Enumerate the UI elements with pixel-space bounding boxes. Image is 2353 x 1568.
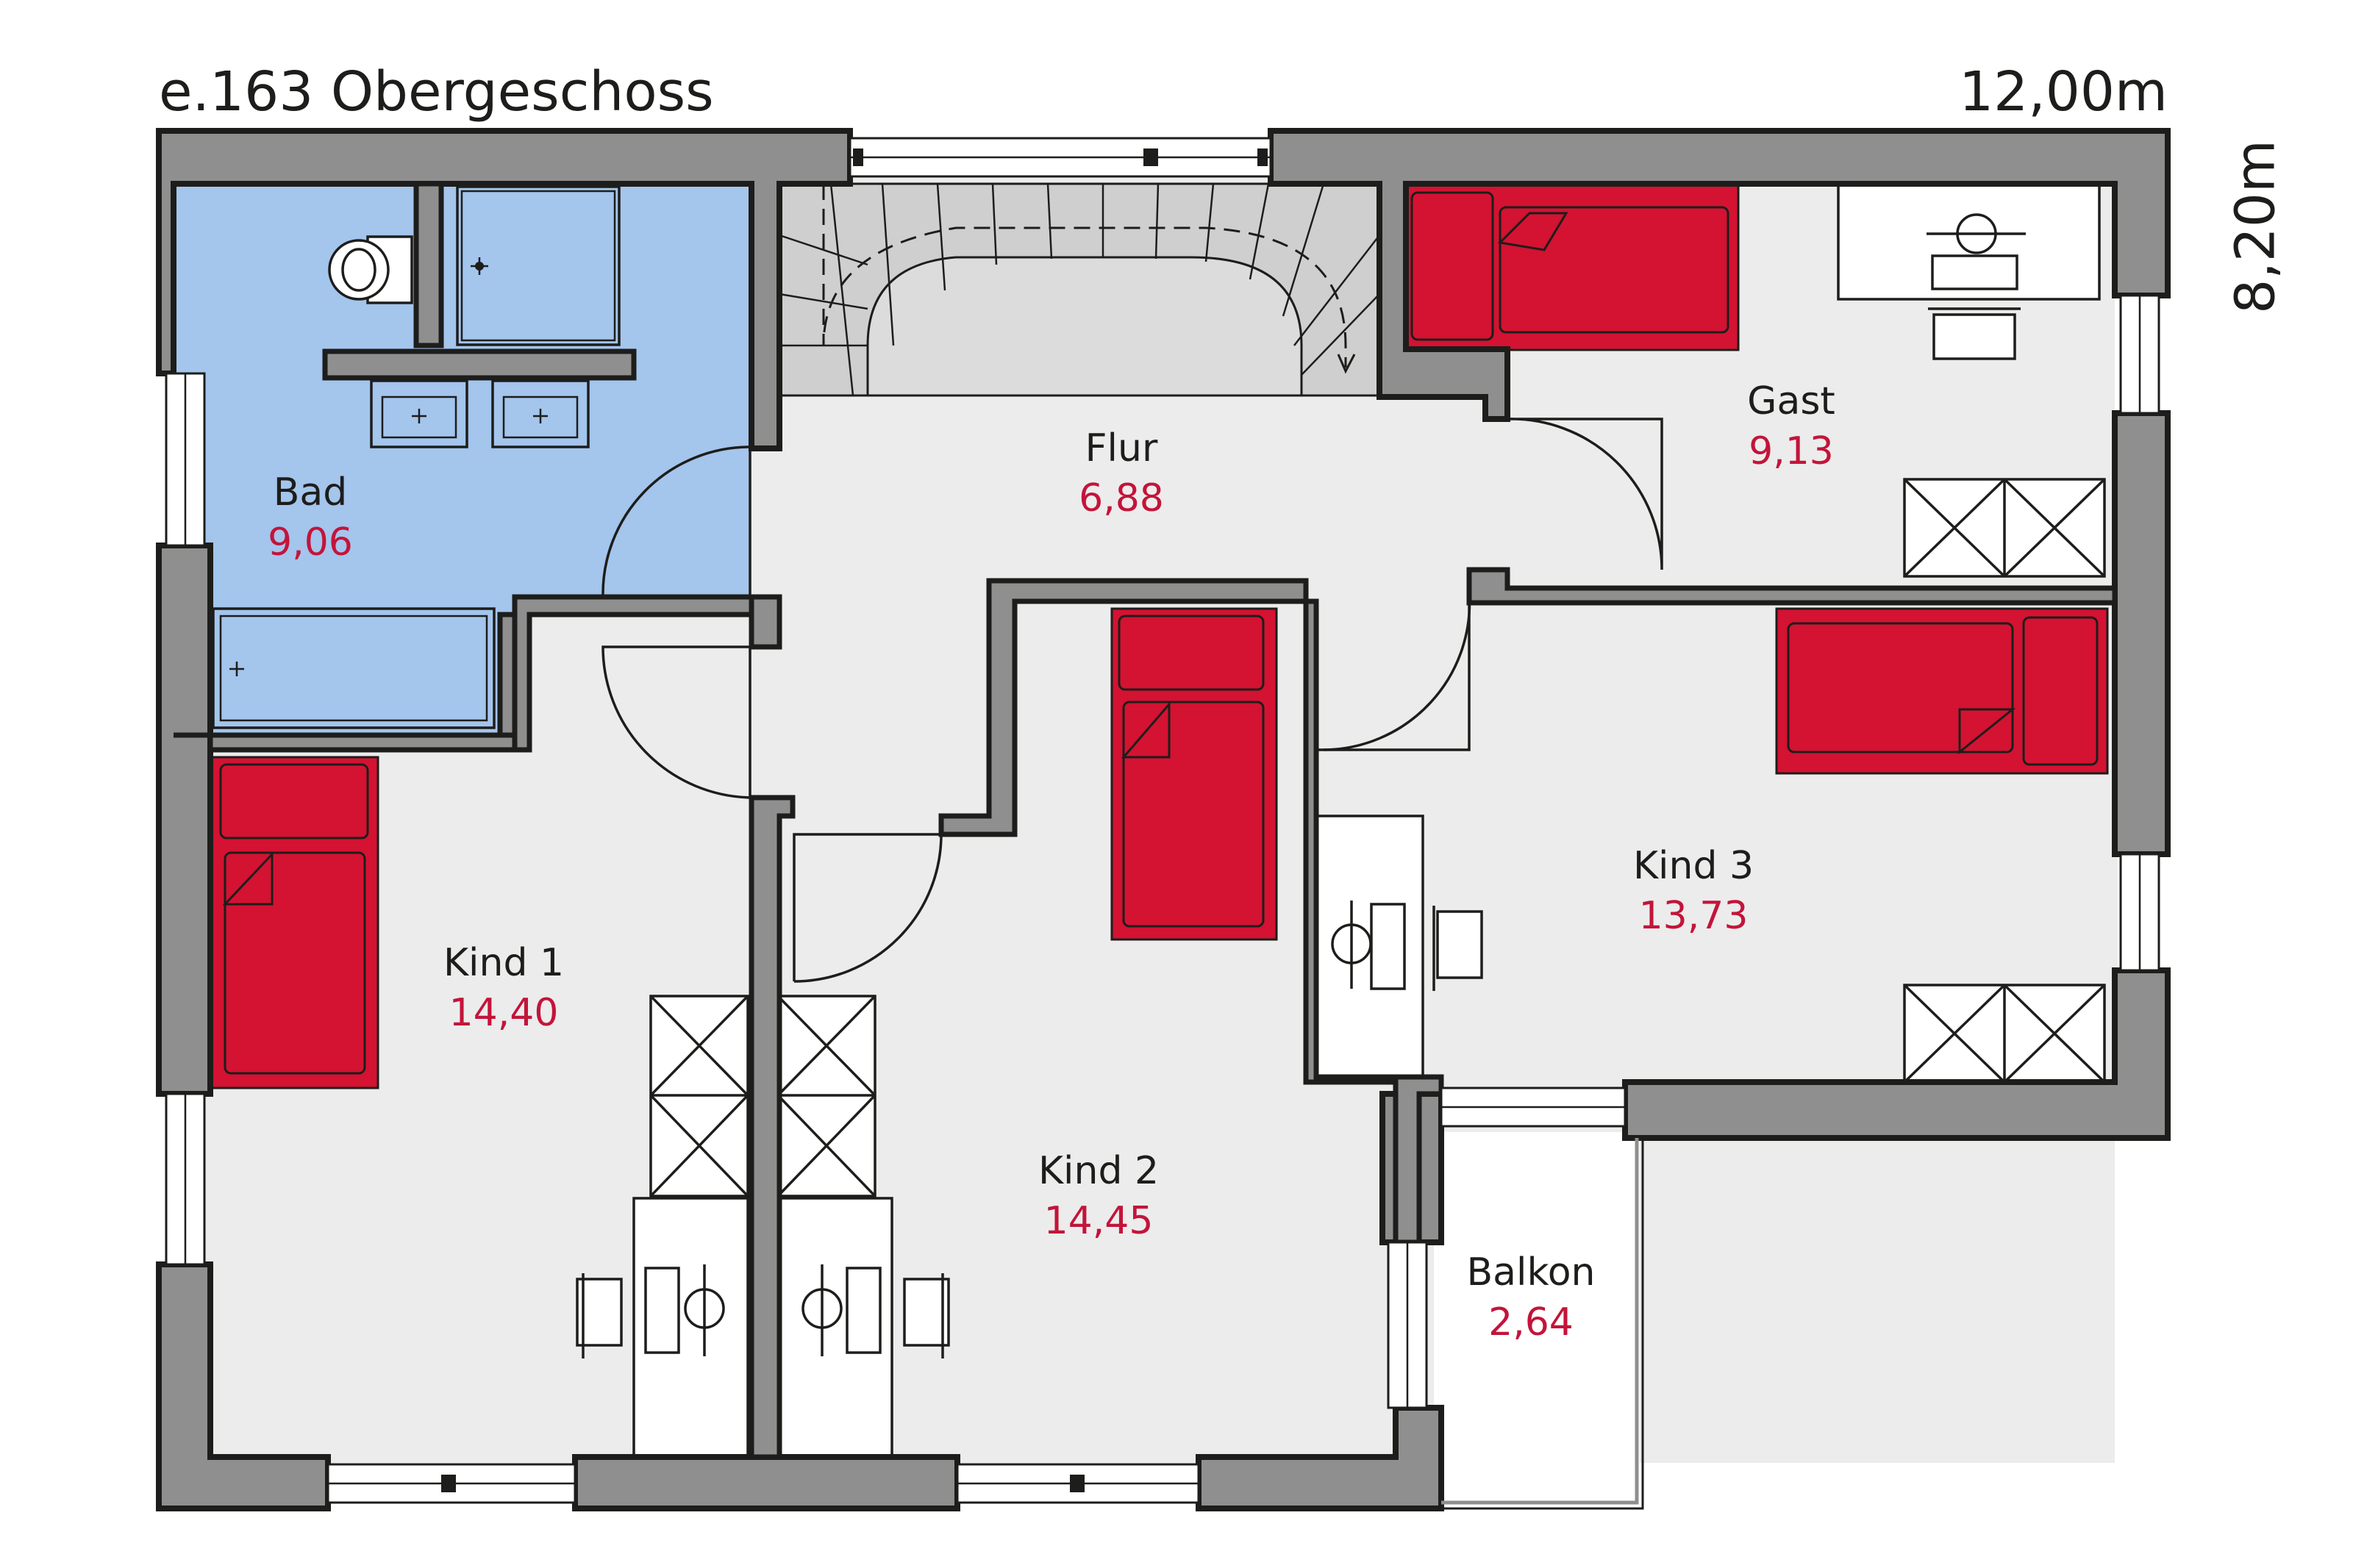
bed-gast [1404, 184, 1740, 351]
door-gast [1507, 418, 1663, 570]
balkon-railing [1441, 1138, 1639, 1505]
window-left-kind1 [165, 1092, 206, 1266]
sink-left [370, 379, 468, 448]
vanity-counter [322, 348, 637, 381]
bed-kind3 [1775, 607, 2109, 775]
wardrobe-kind2 [776, 995, 876, 1198]
room-name: Balkon [1466, 1250, 1595, 1295]
room-name: Bad [274, 470, 348, 515]
plan-depth-label: 8,20m [2224, 140, 2287, 314]
walls [156, 128, 2171, 1511]
plan-title: e.163 Obergeschoss [159, 60, 714, 123]
room-label-kind2: Kind 2 14,45 [1038, 1149, 1159, 1243]
door-kind1 [601, 645, 751, 799]
room-label-balkon: Balkon 2,64 [1466, 1250, 1595, 1345]
room-area: 9,06 [268, 520, 353, 565]
room-label-gast: Gast 9,13 [1747, 379, 1835, 473]
room-name: Kind 1 [443, 941, 564, 985]
floor-balkon [1434, 1132, 1640, 1507]
window-kind2-balkon [1387, 1241, 1428, 1409]
stair-direction-arrow [822, 184, 1347, 368]
stair-landing [866, 256, 1303, 397]
room-name: Kind 2 [1038, 1149, 1159, 1193]
shower [456, 185, 621, 346]
wardrobe-kind1 [649, 995, 749, 1198]
room-label-kind1: Kind 1 14,40 [443, 941, 564, 1035]
bed-kind2 [1110, 607, 1278, 941]
furniture [210, 184, 2109, 1461]
windows [165, 137, 2160, 1510]
room-area: 6,88 [1079, 476, 1164, 520]
window-right-kind3 [2119, 853, 2160, 972]
room-label-kind3: Kind 3 13,73 [1633, 844, 1754, 938]
door-kind2 [793, 833, 943, 983]
plan-width-label: 12,00m [1959, 60, 2168, 123]
window-top-stair [849, 137, 1272, 178]
wardrobe-kind3 [1903, 984, 2106, 1084]
desk-kind2 [776, 1197, 950, 1461]
room-name: Flur [1085, 426, 1158, 470]
desk-gast [1837, 184, 2101, 360]
wc [328, 235, 413, 304]
wardrobe-gast [1903, 478, 2106, 578]
bathtub [212, 607, 496, 729]
room-area: 9,13 [1749, 429, 1834, 473]
staircase [778, 182, 1381, 397]
room-area: 13,73 [1639, 894, 1749, 938]
door-bad [601, 445, 751, 598]
room-name: Kind 3 [1633, 844, 1754, 888]
sink-right [491, 379, 590, 448]
window-bottom-kind2 [956, 1463, 1200, 1504]
room-label-bad: Bad 9,06 [268, 470, 353, 565]
room-name: Gast [1747, 379, 1835, 423]
room-area: 14,40 [449, 991, 559, 1035]
desk-kind1 [576, 1197, 749, 1461]
room-label-flur: Flur 6,88 [1079, 426, 1164, 520]
window-balkon-door [1440, 1086, 1627, 1128]
room-area: 2,64 [1488, 1300, 1574, 1345]
desk-kind3 [1307, 815, 1483, 1078]
window-right-gast [2119, 294, 2160, 415]
window-bottom-kind1 [326, 1463, 576, 1504]
room-area: 14,45 [1044, 1199, 1154, 1243]
bed-kind1 [210, 756, 379, 1089]
window-left-bad [165, 372, 206, 547]
